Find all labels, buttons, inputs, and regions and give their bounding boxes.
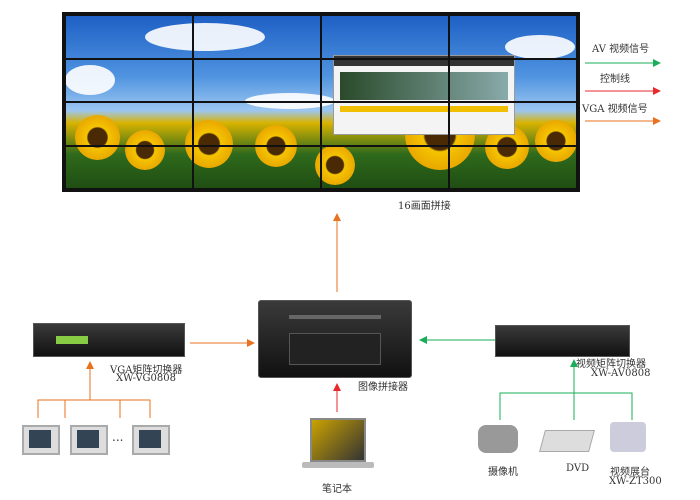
dvd-player-icon [539,430,595,452]
laptop-image [302,418,374,468]
vga-matrix-model: XW-VG0808 [116,373,176,384]
ellipsis: ... [112,430,124,444]
camcorder-label: 摄像机 [488,467,518,478]
camcorder-icon [478,425,518,453]
av-matrix-name: 视频矩阵切换器 [576,359,646,370]
av-matrix-device [495,325,630,357]
vga-matrix-device [33,323,185,357]
center-label: 图像拼接器 [358,382,408,393]
legend-control-label: 控制线 [600,74,630,85]
legend-vga-label: VGA 视频信号 [582,104,648,115]
wall-label: 16画面拼接 [398,201,451,212]
computer-icon [22,425,60,455]
vga-matrix-name: VGA矩阵切换器 [110,365,183,376]
computer-icon [132,425,170,455]
dvd-label: DVD [566,463,590,474]
computer-icon [70,425,108,455]
image-splicer-device [258,300,412,378]
document-camera-icon [610,422,646,452]
av-matrix-model: XW-AV0808 [591,368,651,379]
webpage-display [333,55,515,135]
document-camera-model: XW-ZT300 [609,476,662,487]
legend-av-label: AV 视频信号 [592,44,650,55]
laptop-label: 笔记本 [322,484,352,495]
video-wall [62,12,580,192]
document-camera-label: 视频展台 [610,467,650,478]
